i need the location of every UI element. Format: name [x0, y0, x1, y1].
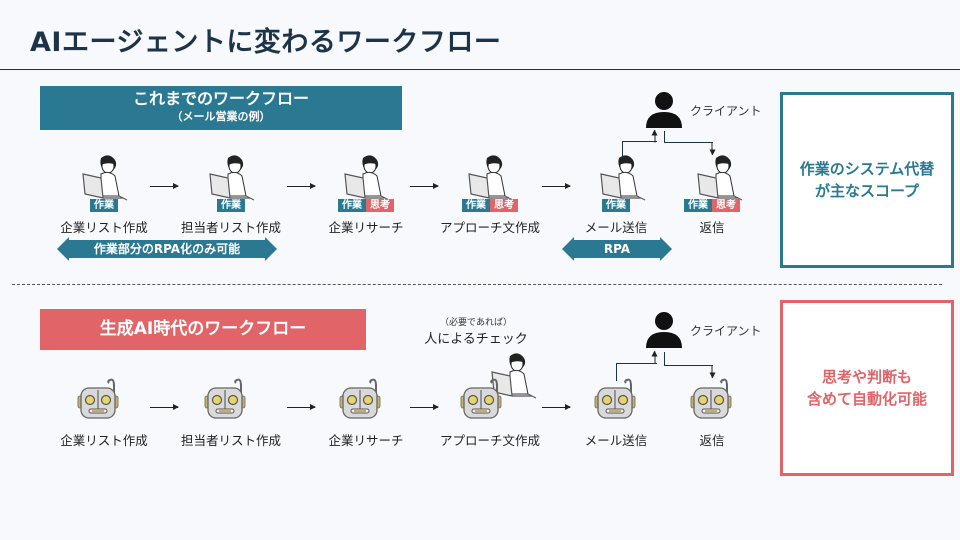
flow-arrow — [542, 404, 571, 410]
old-workflow-banner: これまでのワークフロー （メール営業の例） — [40, 86, 402, 130]
person-at-laptop-icon — [600, 154, 646, 201]
work-tag: 作業 — [90, 199, 118, 212]
work-tag: 作業 — [684, 199, 712, 212]
think-tag: 思考 — [366, 199, 394, 212]
flow-arrow — [150, 183, 179, 189]
up-arrow — [654, 351, 656, 364]
step-tags: 作業思考 — [450, 199, 530, 212]
connector-line — [616, 363, 657, 364]
old-step-label: メール送信 — [584, 220, 648, 235]
new-workflow-banner: 生成AI時代のワークフロー — [40, 309, 366, 350]
new-step-label: メール送信 — [584, 433, 648, 448]
flow-arrow — [410, 404, 439, 410]
person-at-laptop-icon — [209, 154, 255, 201]
robot-head-icon — [204, 378, 246, 419]
section-divider — [12, 284, 942, 285]
up-arrow — [654, 130, 656, 143]
old-scope-line2: が主なスコープ — [814, 182, 920, 200]
robot-head-icon — [690, 378, 732, 419]
step-tags: 作業思考 — [672, 199, 752, 212]
step-tags: 作業 — [576, 199, 656, 212]
page-title: AIエージェントに変わるワークフロー — [30, 27, 502, 58]
down-arrow — [711, 142, 713, 155]
old-step-label: 返信 — [699, 220, 725, 235]
connector-line — [622, 141, 657, 142]
old-workflow-subtitle: （メール営業の例） — [171, 110, 271, 123]
connector-line — [664, 352, 665, 366]
step-tags: 作業 — [64, 199, 144, 212]
robot-head-icon — [339, 378, 381, 419]
old-scope-box: 作業のシステム代替が主なスコープ — [780, 92, 954, 268]
step-tags: 作業思考 — [326, 199, 406, 212]
down-arrow — [711, 365, 713, 378]
rpa-partial-bar: 作業部分のRPA化のみ可能 — [57, 237, 277, 261]
flow-arrow — [410, 183, 439, 189]
old-step-label: 企業リサーチ — [328, 220, 404, 235]
old-workflow-title: これまでのワークフロー — [132, 89, 309, 108]
connector-line — [664, 131, 665, 143]
old-scope-line1: 作業のシステム代替 — [799, 160, 935, 178]
title-divider — [0, 69, 960, 70]
person-at-laptop-icon — [344, 154, 390, 201]
work-tag: 作業 — [217, 199, 245, 212]
person-at-laptop-icon — [468, 154, 514, 201]
new-scope-box: 思考や判断も含めて自動化可能 — [780, 300, 954, 476]
person-at-laptop-icon — [697, 154, 743, 201]
robot-head-icon — [460, 378, 502, 419]
new-step-label: 企業リサーチ — [328, 433, 404, 448]
client-label: クライアント — [690, 104, 762, 118]
new-scope-line1: 思考や判断も — [821, 368, 912, 386]
new-step-label: 返信 — [699, 433, 725, 448]
old-step-label: アプローチ文作成 — [439, 220, 540, 235]
work-tag: 作業 — [462, 199, 490, 212]
check-note: 人によるチェック — [424, 332, 528, 347]
new-scope-line2: 含めて自動化可能 — [806, 390, 927, 408]
robot-head-icon — [77, 378, 119, 419]
connector-line — [664, 365, 713, 366]
flow-arrow — [542, 183, 571, 189]
old-step-label: 企業リスト作成 — [60, 220, 148, 235]
think-tag: 思考 — [712, 199, 740, 212]
work-tag: 作業 — [338, 199, 366, 212]
new-step-label: 企業リスト作成 — [60, 433, 148, 448]
client-user-icon — [646, 92, 682, 128]
connector-line — [664, 142, 713, 143]
step-tags: 作業 — [191, 199, 271, 212]
rpa-bar: RPA — [562, 237, 672, 261]
new-step-label: アプローチ文作成 — [439, 433, 540, 448]
connector-line — [616, 363, 617, 381]
client-user-icon — [646, 312, 682, 348]
flow-arrow — [287, 183, 316, 189]
client-label: クライアント — [690, 324, 762, 338]
connector-line — [622, 141, 623, 157]
flow-arrow — [287, 404, 316, 410]
work-tag: 作業 — [602, 199, 630, 212]
flow-arrow — [150, 404, 179, 410]
think-tag: 思考 — [490, 199, 518, 212]
old-step-label: 担当者リスト作成 — [180, 220, 281, 235]
check-note-small: （必要であれば） — [440, 318, 512, 328]
person-at-laptop-icon — [82, 154, 128, 201]
new-step-label: 担当者リスト作成 — [180, 433, 281, 448]
